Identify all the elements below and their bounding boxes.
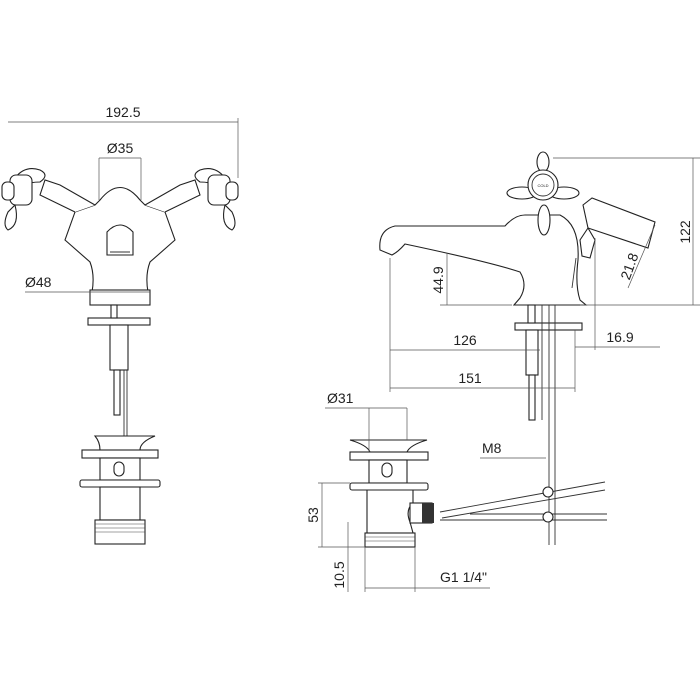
handle-label: COLD bbox=[537, 183, 548, 188]
dim-overall-width: 192.5 bbox=[105, 104, 140, 120]
dim-spout-height: 44.9 bbox=[430, 266, 446, 293]
front-dimensions: 192.5 Ø35 Ø48 bbox=[8, 104, 239, 293]
dim-overall-depth: 151 bbox=[458, 370, 482, 386]
side-view-waste bbox=[349, 439, 607, 548]
side-dimensions: 122 44.9 21.8 126 151 16.9 M8 Ø31 53 10.… bbox=[305, 157, 700, 592]
side-view-tap: COLD bbox=[379, 151, 656, 545]
dim-rod-thread: M8 bbox=[482, 440, 502, 456]
dim-waste-diameter: Ø31 bbox=[327, 390, 354, 406]
front-view-waste bbox=[79, 435, 161, 545]
dim-base-diameter: Ø48 bbox=[25, 274, 52, 290]
dim-lever-length: 21.8 bbox=[617, 251, 641, 282]
front-view-tap bbox=[1, 168, 239, 440]
right-cross-handle-icon bbox=[194, 168, 239, 231]
dim-waste-height: 53 bbox=[305, 507, 321, 523]
pop-up-lever bbox=[571, 197, 656, 289]
dim-lever-offset: 16.9 bbox=[606, 329, 633, 345]
dim-spout-diameter: Ø35 bbox=[107, 140, 134, 156]
dim-thread-length: 10.5 bbox=[331, 561, 347, 588]
cross-handle-icon: COLD bbox=[506, 151, 580, 236]
dim-height: 122 bbox=[677, 220, 693, 244]
left-cross-handle-icon bbox=[1, 168, 46, 231]
dim-thread-size: G1 1/4" bbox=[440, 569, 487, 585]
dim-spout-reach: 126 bbox=[453, 332, 477, 348]
